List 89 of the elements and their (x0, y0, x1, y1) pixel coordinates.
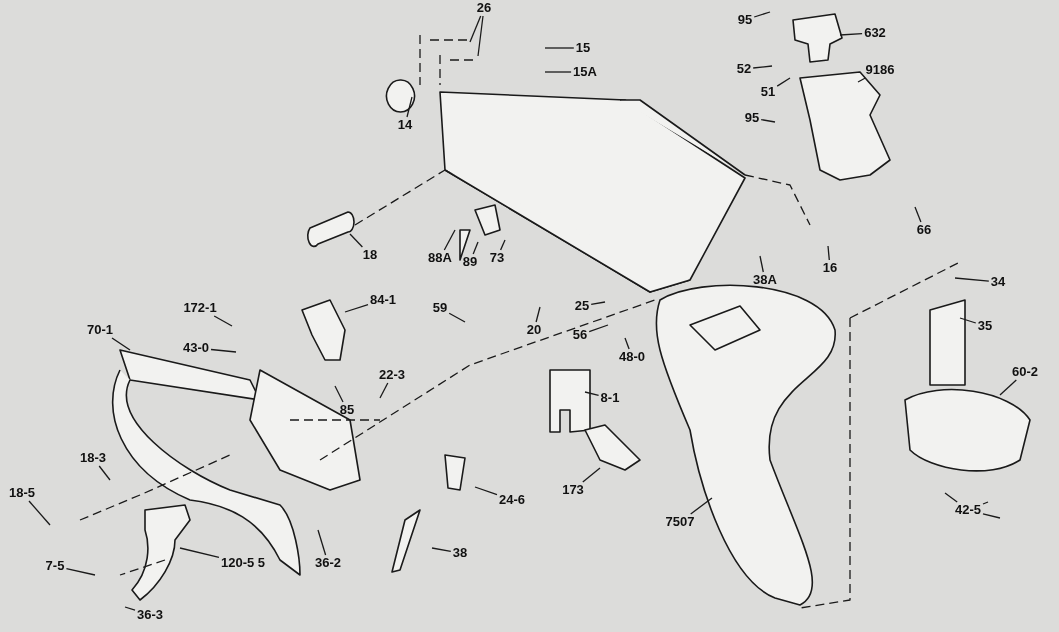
callout-number: 48-0 (619, 350, 645, 364)
leader-line (999, 379, 1017, 396)
leader-line (379, 382, 389, 399)
leader-line (857, 77, 866, 83)
callout-number: 66 (916, 223, 932, 237)
leader-line (472, 241, 479, 255)
callout-number: 172-1 (183, 301, 217, 315)
leader-line (474, 486, 498, 496)
callout-number: 42-5 (955, 503, 981, 517)
leader-line (65, 567, 96, 576)
callout-number: 88A (428, 251, 452, 265)
callout-number: 84-1 (370, 293, 396, 307)
leader-line (535, 306, 541, 323)
callout-number: 20 (526, 323, 542, 337)
callout-number: 25 (574, 299, 590, 313)
callout-number: 7-5 (45, 559, 65, 573)
callout-number: 8-1 (600, 391, 620, 405)
callout-number: 43-0 (183, 341, 209, 355)
leader-line (111, 337, 131, 351)
callout-number: 89 (462, 255, 478, 269)
callout-number: 35 (977, 319, 993, 333)
callout-number: 120-5 5 (220, 556, 266, 570)
callout-number: 7507 (665, 515, 695, 529)
leader-line (334, 385, 344, 403)
callout-number: 38 (452, 546, 468, 560)
leader-line (752, 65, 773, 69)
callout-number: 34 (990, 275, 1006, 289)
callout-number: 632 (864, 26, 886, 40)
leader-line (590, 301, 606, 306)
callout-number: 56 (572, 328, 588, 342)
callout-number: 70-1 (87, 323, 113, 337)
leader-line (776, 77, 791, 87)
leader-line (839, 33, 863, 36)
callout-number: 38A (753, 273, 777, 287)
leader-line (443, 229, 456, 251)
leader-line (544, 71, 572, 73)
leader-line (210, 348, 237, 353)
leader-line (944, 492, 958, 503)
callout-number: 51 (760, 85, 776, 99)
leader-line (914, 206, 922, 223)
leader-line (124, 606, 136, 611)
leader-line (584, 391, 600, 396)
callout-number: 15 (575, 41, 591, 55)
leader-line (690, 497, 713, 515)
callout-number: 9186 (865, 63, 895, 77)
leader-line (582, 467, 601, 483)
leader-line (959, 317, 977, 324)
leader-line (179, 547, 220, 558)
callout-number: 59 (432, 301, 448, 315)
leader-line (624, 337, 630, 350)
leader-line (759, 255, 764, 273)
callout-number: 95 (744, 111, 760, 125)
leader-line (544, 47, 575, 49)
leader-line (98, 465, 111, 481)
callout-number: 14 (397, 118, 413, 132)
callout-number: 18 (362, 248, 378, 262)
leader-line (213, 315, 233, 327)
leader-line (28, 500, 51, 526)
leader-line (588, 324, 609, 333)
leader-line (317, 529, 327, 556)
callout-number: 22-3 (379, 368, 405, 382)
leader-line (753, 11, 771, 18)
leader-line (499, 239, 506, 251)
callout-number: 52 (736, 62, 752, 76)
leader-line (431, 547, 452, 553)
callout-number: 73 (489, 251, 505, 265)
callout-number: 16 (822, 261, 838, 275)
leader-line (477, 15, 484, 57)
callout-number: 18-3 (80, 451, 106, 465)
callout-number: 85 (339, 403, 355, 417)
callout-number: 173 (562, 483, 584, 497)
callout-number: 60-2 (1012, 365, 1038, 379)
leader-line (954, 277, 990, 282)
leader-line (349, 233, 364, 248)
leader-line (760, 118, 776, 123)
callout-number: 24-6 (499, 493, 525, 507)
callout-number: 15A (573, 65, 597, 79)
callout-number: 95 (737, 13, 753, 27)
callout-number: 36-3 (137, 608, 163, 622)
callout-number: 18-5 (9, 486, 35, 500)
leader-line (448, 312, 466, 323)
leader-line (982, 513, 1001, 519)
leader-line (982, 501, 989, 505)
callout-number: 26 (476, 1, 492, 15)
leader-line (406, 96, 413, 118)
leader-line (827, 245, 830, 261)
leader-line (344, 304, 369, 313)
callout-number: 36-2 (315, 556, 341, 570)
leader-line (469, 15, 482, 43)
